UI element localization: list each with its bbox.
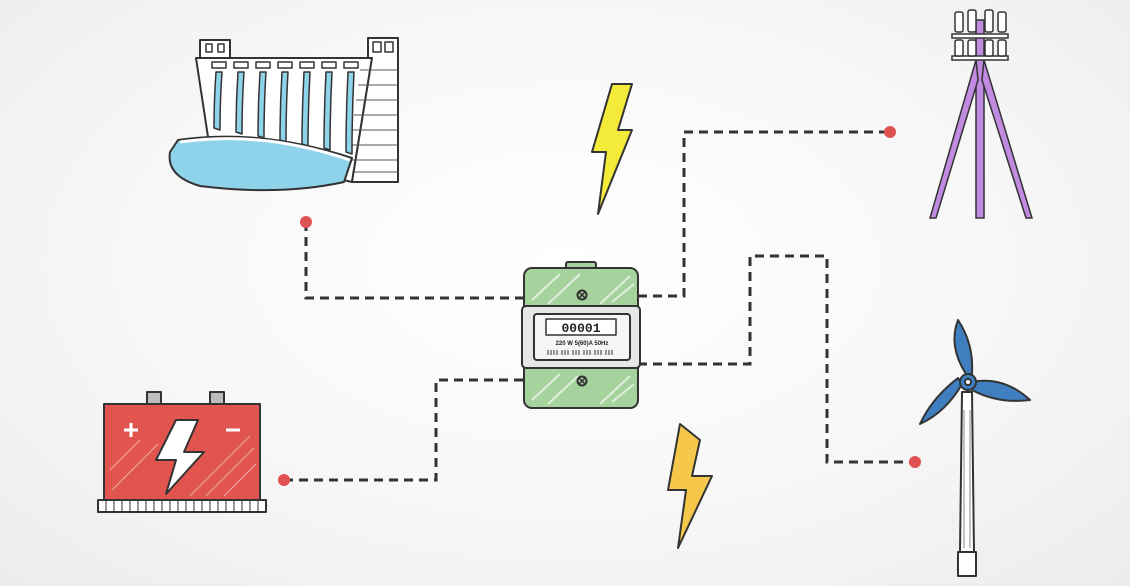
node-dot-turbine [909, 456, 921, 468]
power-tower-icon [929, 9, 1034, 219]
battery-icon [97, 391, 267, 513]
electric-meter-icon: 00001 220 W 5(60)A 50Hz [521, 261, 641, 409]
node-dot-dam [300, 216, 312, 228]
meter-spec-label: 220 W 5(60)A 50Hz [556, 341, 609, 347]
node-dot-battery [278, 474, 290, 486]
connector-battery [284, 378, 525, 482]
lightning-bolt-icon [667, 423, 713, 549]
connector-turbine [638, 254, 914, 464]
node-dot-tower [884, 126, 896, 138]
connector-dam [304, 222, 525, 300]
meter-reading: 00001 [561, 321, 600, 336]
hydro-dam-icon [168, 37, 399, 192]
lightning-bolt-icon [591, 83, 633, 215]
connector-tower [638, 130, 890, 298]
wind-turbine-icon [919, 319, 1031, 577]
connectors [284, 130, 914, 482]
